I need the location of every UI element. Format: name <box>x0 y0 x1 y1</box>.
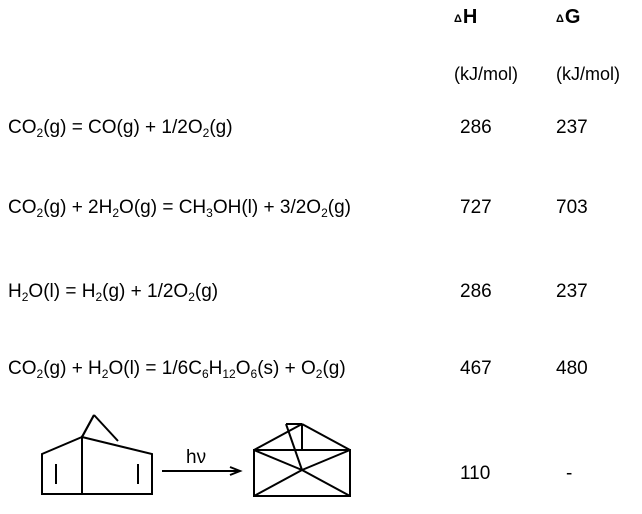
equation-segment: (g) <box>327 197 351 218</box>
delta-symbol: Δ <box>454 13 462 25</box>
reaction-1-delta-g: 237 <box>556 117 588 138</box>
reaction-4-delta-g: 480 <box>556 358 588 379</box>
equation-segment: (g) <box>194 281 219 302</box>
equation-segment: (g) + H <box>43 358 102 379</box>
delta-g-letter: G <box>564 6 581 28</box>
equation-segment: (g) <box>322 358 346 379</box>
reaction-1-delta-h: 286 <box>460 117 492 138</box>
equation-segment: O(g) = CH <box>119 197 207 218</box>
reaction-equation-4: CO2(g) + H2O(l) = 1/6C6H12O6(s) + O2(g) <box>8 358 346 380</box>
equation-segment: 2 <box>21 290 29 304</box>
equation-segment: 2 <box>36 367 44 381</box>
reaction-equation-3: H2O(l) = H2(g) + 1/2O2(g) <box>8 281 218 303</box>
equation-segment: H <box>8 281 22 302</box>
norbornadiene-structure <box>41 414 153 495</box>
equation-segment: O <box>235 358 251 379</box>
hv-arrow-label: hν <box>186 447 207 468</box>
equation-segment: 12 <box>222 367 236 381</box>
equation-segment: 2 <box>112 206 120 220</box>
equation-segment: 2 <box>315 367 323 381</box>
delta-g-header: ΔG <box>556 6 580 29</box>
arrow-head <box>229 466 243 476</box>
photoreaction-delta-g: - <box>566 463 573 484</box>
reaction-equation-2: CO2(g) + 2H2O(g) = CH3OH(l) + 3/2O2(g) <box>8 197 351 219</box>
reaction-2-delta-g: 703 <box>556 197 588 218</box>
equation-segment: 2 <box>321 206 328 220</box>
equation-segment: (s) + O <box>257 358 316 379</box>
equation-segment: OH(l) + 3/2O <box>212 197 322 218</box>
quadricyclane-structure <box>253 423 351 497</box>
equation-segment: (g) <box>209 117 233 138</box>
equation-segment: 2 <box>202 126 210 140</box>
equation-segment: O(l) = 1/6C <box>108 358 202 379</box>
delta-symbol: Δ <box>556 13 564 25</box>
equation-segment: 2 <box>101 367 109 381</box>
reaction-3-delta-g: 237 <box>556 281 588 302</box>
equation-segment: H <box>208 358 223 379</box>
reaction-equation-1: CO2(g) = CO(g) + 1/2O2(g) <box>8 117 233 139</box>
equation-segment: 3 <box>206 206 213 220</box>
equation-segment: 6 <box>250 367 258 381</box>
reaction-4-delta-h: 467 <box>460 358 492 379</box>
photoreaction-delta-h: 110 <box>460 463 491 484</box>
reaction-3-delta-h: 286 <box>460 281 492 302</box>
reaction-2-delta-h: 727 <box>460 197 492 218</box>
equation-segment: CO <box>8 117 37 138</box>
equation-segment: CO <box>8 197 37 218</box>
equation-segment: O(l) = H <box>28 281 96 302</box>
equation-segment: (g) + 1/2O <box>102 281 189 302</box>
equation-segment: 2 <box>95 290 103 304</box>
delta-h-unit: (kJ/mol) <box>454 64 518 84</box>
equation-segment: 6 <box>201 367 209 381</box>
delta-h-letter: H <box>462 6 478 28</box>
delta-h-header: ΔH <box>454 6 477 29</box>
equation-segment: (g) + 2H <box>43 197 113 218</box>
delta-g-unit: (kJ/mol) <box>556 64 620 84</box>
equation-segment: CO <box>8 358 37 379</box>
equation-segment: 2 <box>188 290 195 304</box>
equation-segment: 2 <box>36 126 44 140</box>
equation-segment: (g) = CO(g) + 1/2O <box>43 117 203 138</box>
equation-segment: 2 <box>36 206 44 220</box>
